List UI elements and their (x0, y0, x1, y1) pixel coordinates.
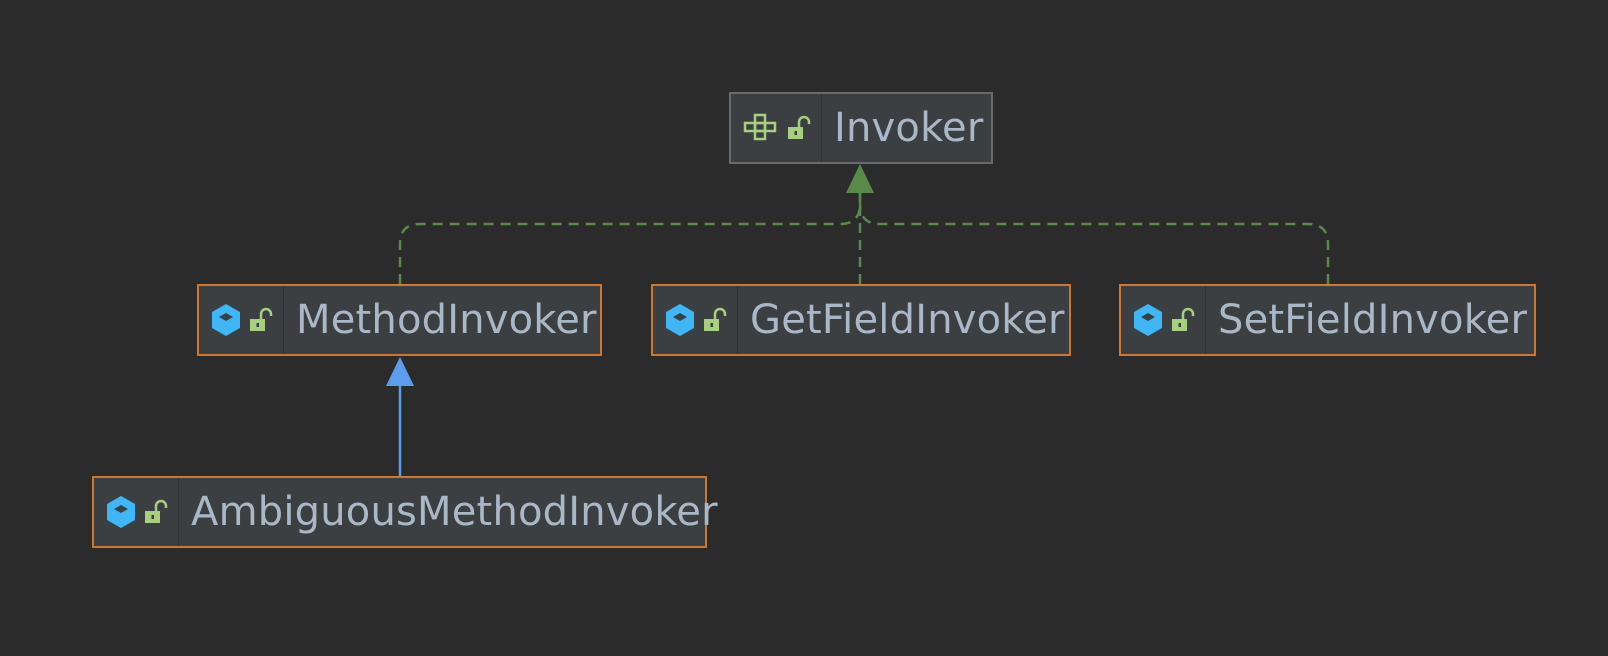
node-icons (199, 286, 284, 354)
node-name: Invoker (834, 105, 984, 151)
interface-icon (743, 113, 777, 141)
edge-methodinvoker-implements-invoker (398, 188, 862, 284)
class-icon (212, 304, 240, 336)
public-lock-icon (788, 115, 811, 139)
node-methodinvoker[interactable]: MethodInvoker (197, 284, 602, 356)
node-invoker[interactable]: Invoker (729, 92, 993, 164)
node-icons (1121, 286, 1206, 354)
class-icon (666, 304, 694, 336)
class-icon (107, 496, 135, 528)
public-lock-icon (250, 307, 273, 331)
public-lock-icon (1172, 307, 1195, 331)
public-lock-icon (704, 307, 727, 331)
implements-arrowhead (846, 164, 874, 193)
node-icons (94, 478, 179, 546)
node-icons (653, 286, 738, 354)
node-setfieldinvoker[interactable]: SetFieldInvoker (1119, 284, 1536, 356)
public-lock-icon (145, 499, 168, 523)
edge-setfieldinvoker-implements-invoker (858, 188, 1330, 284)
node-name: AmbiguousMethodInvoker (191, 489, 718, 535)
node-getfieldinvoker[interactable]: GetFieldInvoker (651, 284, 1071, 356)
node-name: GetFieldInvoker (750, 297, 1065, 343)
node-ambiguousmethodinvoker[interactable]: AmbiguousMethodInvoker (92, 476, 718, 548)
node-name: SetFieldInvoker (1218, 297, 1528, 343)
class-icon (1134, 304, 1162, 336)
extends-arrowhead (386, 357, 414, 386)
node-icons (731, 94, 822, 162)
node-name: MethodInvoker (296, 297, 597, 343)
